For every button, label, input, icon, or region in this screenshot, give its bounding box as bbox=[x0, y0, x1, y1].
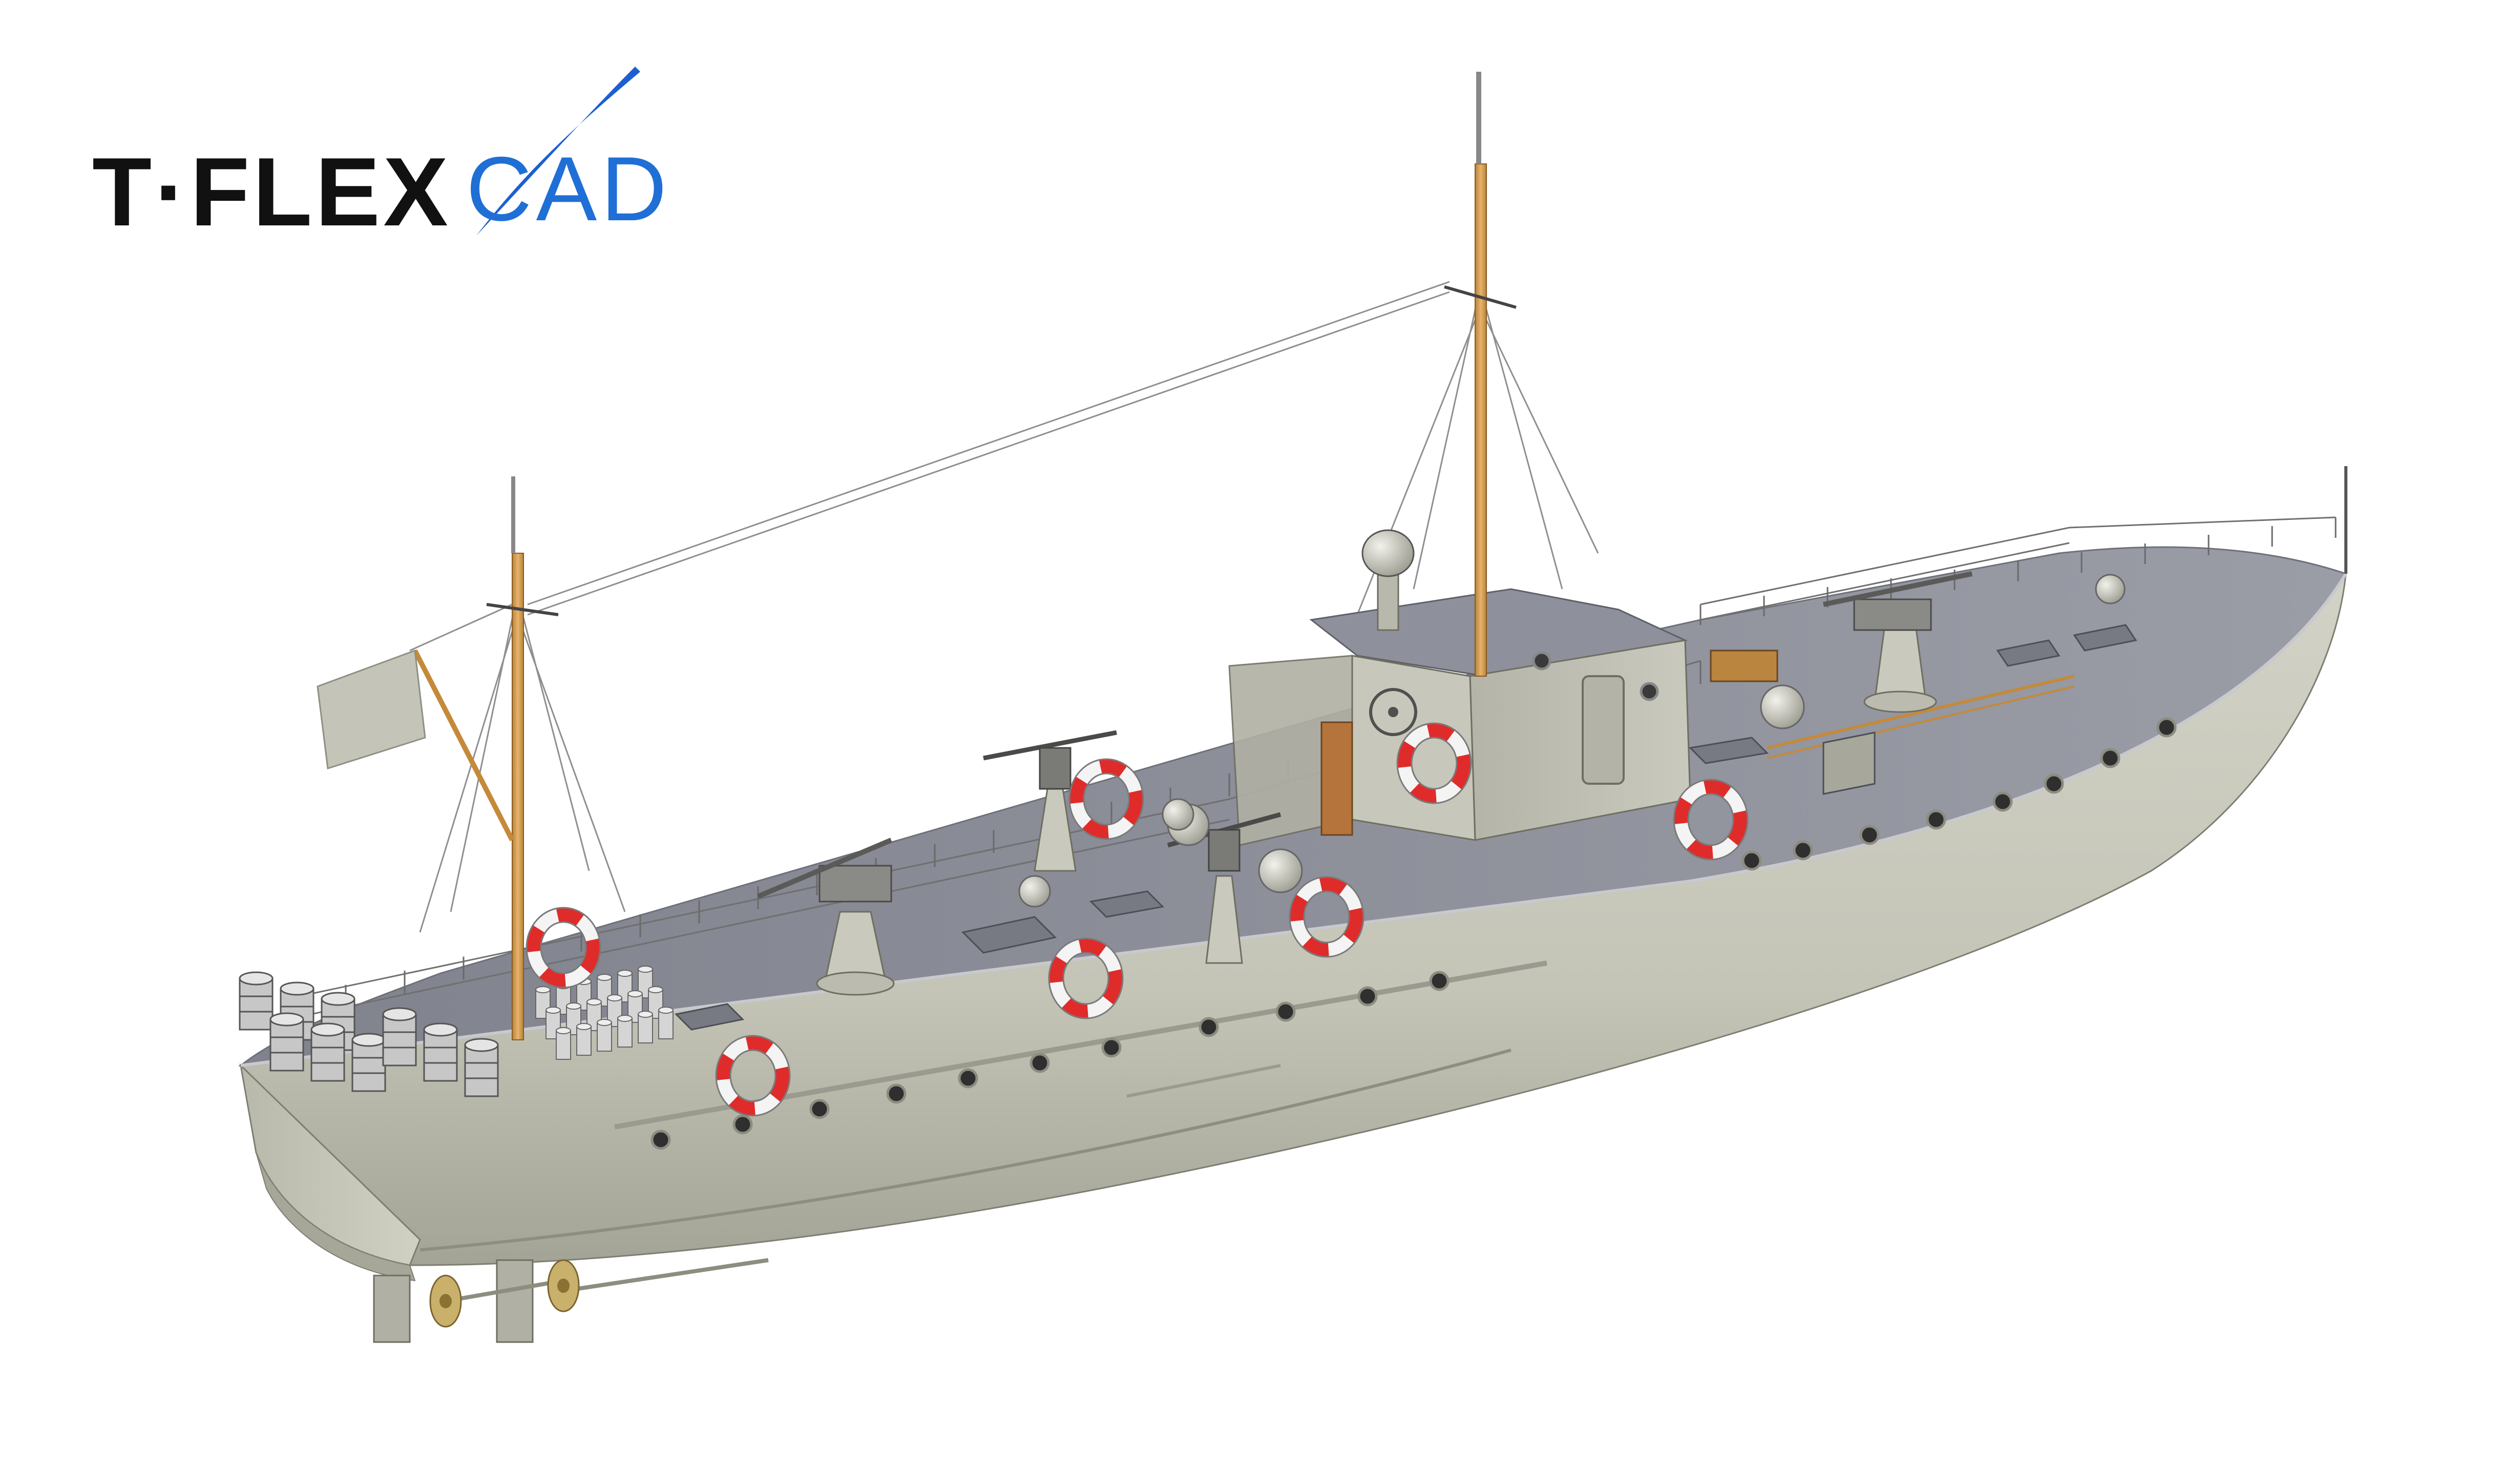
deck-hatches bbox=[674, 624, 2137, 1031]
propeller-icon bbox=[547, 1259, 580, 1312]
porthole-icon bbox=[1357, 986, 1378, 1007]
porthole-icon bbox=[2044, 773, 2064, 794]
porthole-icon bbox=[1926, 809, 1946, 830]
lifebuoy-icon bbox=[526, 907, 601, 989]
running-gear bbox=[373, 1258, 769, 1343]
deck-guns bbox=[757, 571, 1973, 996]
lifebuoy-icon bbox=[1289, 876, 1364, 958]
depth-charge-icon bbox=[239, 971, 274, 1031]
lifebuoy-icon bbox=[1048, 937, 1124, 1019]
porthole-icon bbox=[1030, 1053, 1050, 1073]
lifebuoy-icon bbox=[715, 1035, 791, 1117]
machine-gun-icon bbox=[983, 730, 1117, 872]
depth-charge-icon bbox=[351, 1033, 386, 1092]
porthole-icon bbox=[732, 1114, 753, 1135]
lifebuoy-icon bbox=[1673, 779, 1749, 861]
porthole-icon bbox=[809, 1099, 830, 1119]
porthole-icon bbox=[650, 1130, 671, 1150]
fore-gun-turret-icon bbox=[1822, 571, 1973, 713]
porthole-icon bbox=[2100, 748, 2120, 768]
ventilator-domes bbox=[1018, 574, 2126, 908]
propeller-icon bbox=[429, 1274, 462, 1328]
porthole-icon bbox=[2156, 717, 2177, 738]
porthole-icon bbox=[958, 1068, 978, 1089]
lifebuoy-icon bbox=[1396, 722, 1472, 804]
porthole-icon bbox=[1992, 791, 2013, 812]
lifebuoys bbox=[526, 722, 1749, 1117]
logo-text-cad: CAD bbox=[466, 138, 671, 240]
main-mast-icon bbox=[1475, 163, 1487, 677]
depth-charge-icon bbox=[464, 1038, 499, 1097]
flag-icon bbox=[317, 649, 426, 769]
porthole-icon bbox=[1793, 840, 1813, 861]
rudder bbox=[373, 1274, 411, 1343]
wheelhouse bbox=[1228, 529, 1691, 846]
porthole-icon bbox=[1429, 971, 1450, 991]
porthole-icon bbox=[1275, 1001, 1296, 1022]
rudder bbox=[496, 1259, 534, 1343]
hull bbox=[239, 573, 2347, 1282]
porthole-icon bbox=[1741, 850, 1762, 871]
lifebuoy-icon bbox=[1068, 758, 1144, 840]
deck-crate bbox=[1710, 650, 1778, 682]
porthole-icon bbox=[1199, 1017, 1219, 1037]
logo-swoosh-icon bbox=[476, 67, 640, 236]
aft-mast-icon bbox=[512, 553, 524, 1040]
depth-charge-icon bbox=[423, 1022, 458, 1082]
searchlight-icon bbox=[1361, 529, 1415, 577]
tflex-cad-logo: T·FLEX CAD bbox=[92, 67, 667, 251]
porthole-icon bbox=[1859, 825, 1880, 845]
depth-charge-icon bbox=[310, 1022, 345, 1082]
mid-gun-turret-icon bbox=[757, 838, 895, 996]
porthole-icon bbox=[1101, 1037, 1122, 1058]
porthole-icon bbox=[886, 1083, 907, 1104]
depth-charge-icon bbox=[269, 1012, 304, 1072]
masts bbox=[317, 72, 2347, 1040]
depth-charge-icon bbox=[382, 1007, 417, 1066]
portholes bbox=[650, 717, 2177, 1150]
logo-text-tflex: T·FLEX bbox=[92, 138, 451, 246]
depth-charges bbox=[239, 966, 674, 1097]
